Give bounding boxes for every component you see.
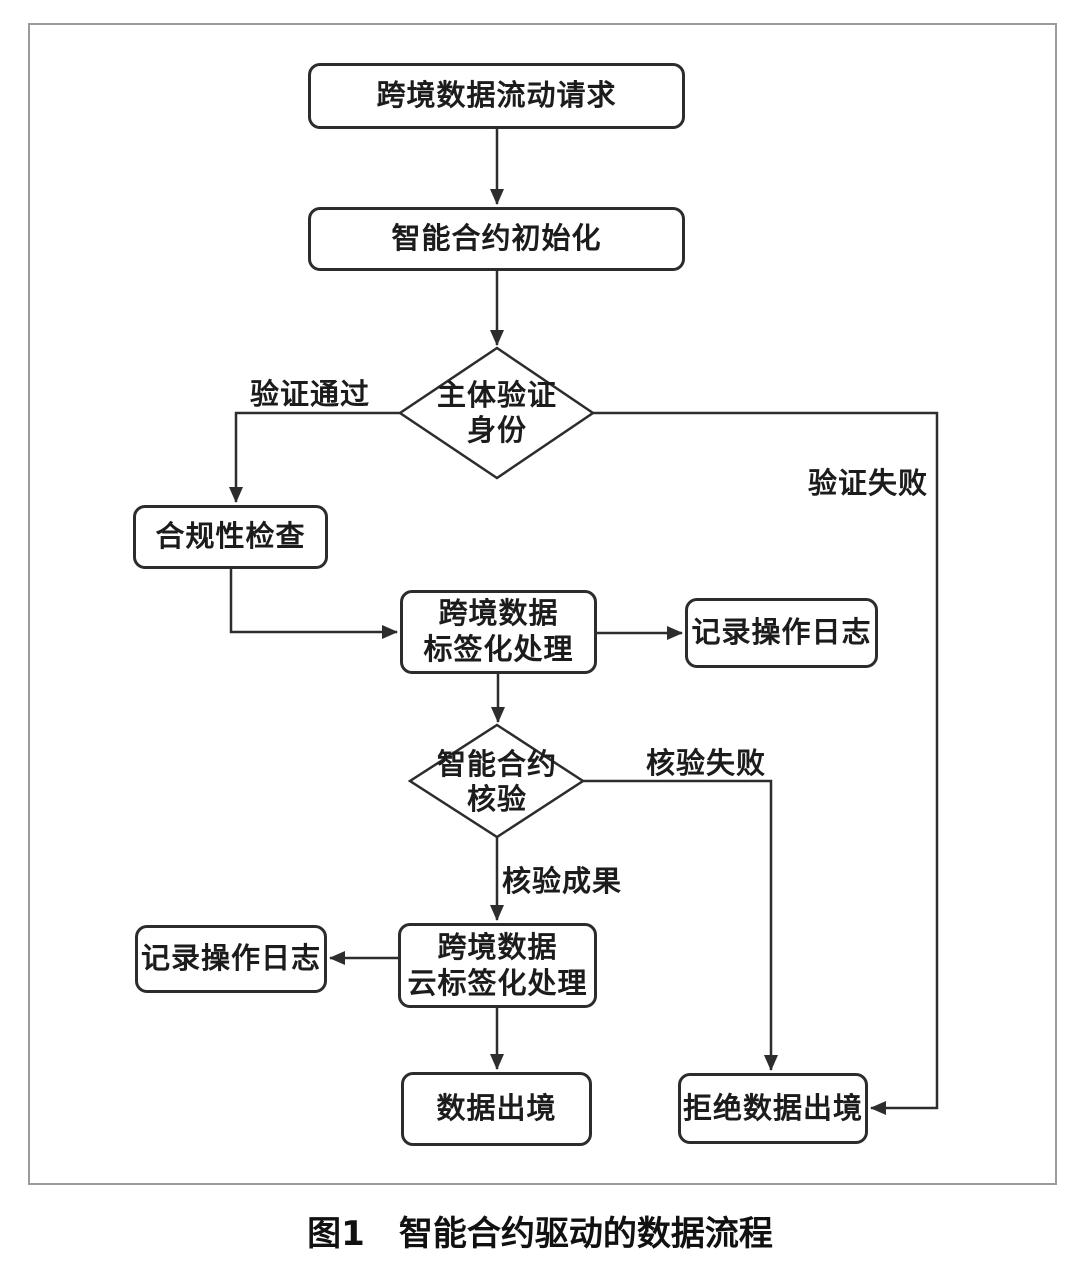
node-refuse-exit-label: 拒绝数据出境	[682, 1090, 863, 1125]
diamond-verify-identity-shape	[397, 346, 596, 480]
node-log-right-label: 记录操作日志	[691, 615, 872, 650]
contract-check-line2: 核验	[466, 782, 527, 816]
cloud-tagging-line2: 云标签化处理	[407, 965, 588, 1000]
connector-compliance-to-tagging	[229, 568, 398, 639]
node-data-flow-request-label: 跨境数据流动请求	[376, 78, 617, 113]
edge-label-check-fail: 核验失败	[645, 746, 766, 780]
node-refuse-exit: 拒绝数据出境	[678, 1073, 868, 1144]
data-tagging-line2: 标签化处理	[423, 632, 574, 666]
cloud-tagging-line1: 跨境数据	[437, 929, 558, 964]
contract-check-line1: 智能合约	[436, 747, 557, 782]
node-compliance-check: 合规性检查	[133, 505, 328, 569]
node-contract-init-label: 智能合约初始化	[391, 221, 602, 256]
edge-label-verify-pass: 验证通过	[249, 377, 370, 411]
diamond-contract-check-shape	[407, 723, 586, 839]
figure-caption: 图1 智能合约驱动的数据流程	[307, 1214, 773, 1254]
node-data-exit: 数据出境	[401, 1072, 592, 1146]
node-data-flow-request: 跨境数据流动请求	[308, 63, 685, 129]
node-log-left-label: 记录操作日志	[140, 941, 321, 976]
data-tagging-line1: 跨境数据	[438, 596, 559, 631]
connector-verify-pass-to-compliance	[229, 411, 400, 503]
node-log-left: 记录操作日志	[135, 925, 327, 993]
verify-identity-line2: 身份	[466, 413, 527, 447]
edge-label-verify-fail: 验证失败	[807, 466, 928, 500]
node-cloud-tagging: 跨境数据 云标签化处理	[398, 923, 597, 1008]
node-data-exit-label: 数据出境	[436, 1091, 557, 1126]
node-log-right: 记录操作日志	[685, 598, 878, 668]
node-contract-init: 智能合约初始化	[308, 207, 685, 271]
edge-label-check-pass: 核验成果	[501, 864, 622, 898]
verify-identity-line1: 主体验证	[436, 378, 557, 413]
node-data-tagging: 跨境数据 标签化处理	[400, 590, 597, 674]
connector-check-fail-to-refuse	[583, 779, 778, 1071]
connector-verify-fail-to-refuse	[593, 411, 939, 1115]
node-compliance-check-label: 合规性检查	[155, 519, 306, 554]
diamond-contract-check-label: 智能合约 核验	[402, 738, 592, 826]
diamond-verify-identity-label: 主体验证 身份	[402, 368, 592, 458]
